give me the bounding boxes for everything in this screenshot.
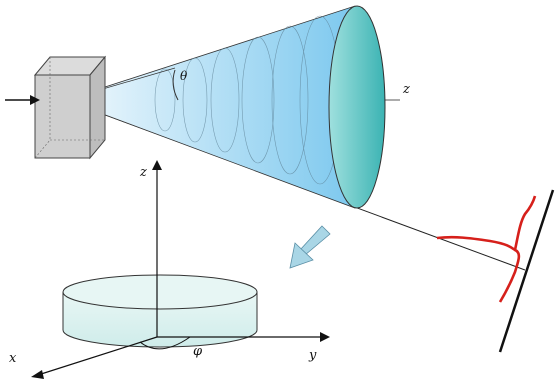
direction-arrow-icon <box>289 225 331 269</box>
theta-label: θ <box>180 69 188 83</box>
z-beam-label: z <box>402 82 410 97</box>
cone-rings <box>154 15 341 185</box>
intensity-profile-curve <box>436 195 537 303</box>
cone-beam <box>63 5 356 209</box>
phi-arc <box>139 336 191 350</box>
xyz-axes <box>31 160 330 379</box>
screen-line <box>498 189 555 353</box>
y-axis-label: y <box>308 348 317 363</box>
x-axis <box>37 336 158 376</box>
crystal-cube <box>33 55 107 160</box>
theta-arc <box>172 69 179 101</box>
cylinder-disc <box>62 274 258 348</box>
lens-ellipse <box>328 5 386 209</box>
z-axis-label: z <box>139 165 147 180</box>
x-axis-label: x <box>9 351 17 366</box>
phi-label: φ <box>193 344 203 359</box>
incoming-arrow-icon <box>5 95 40 105</box>
